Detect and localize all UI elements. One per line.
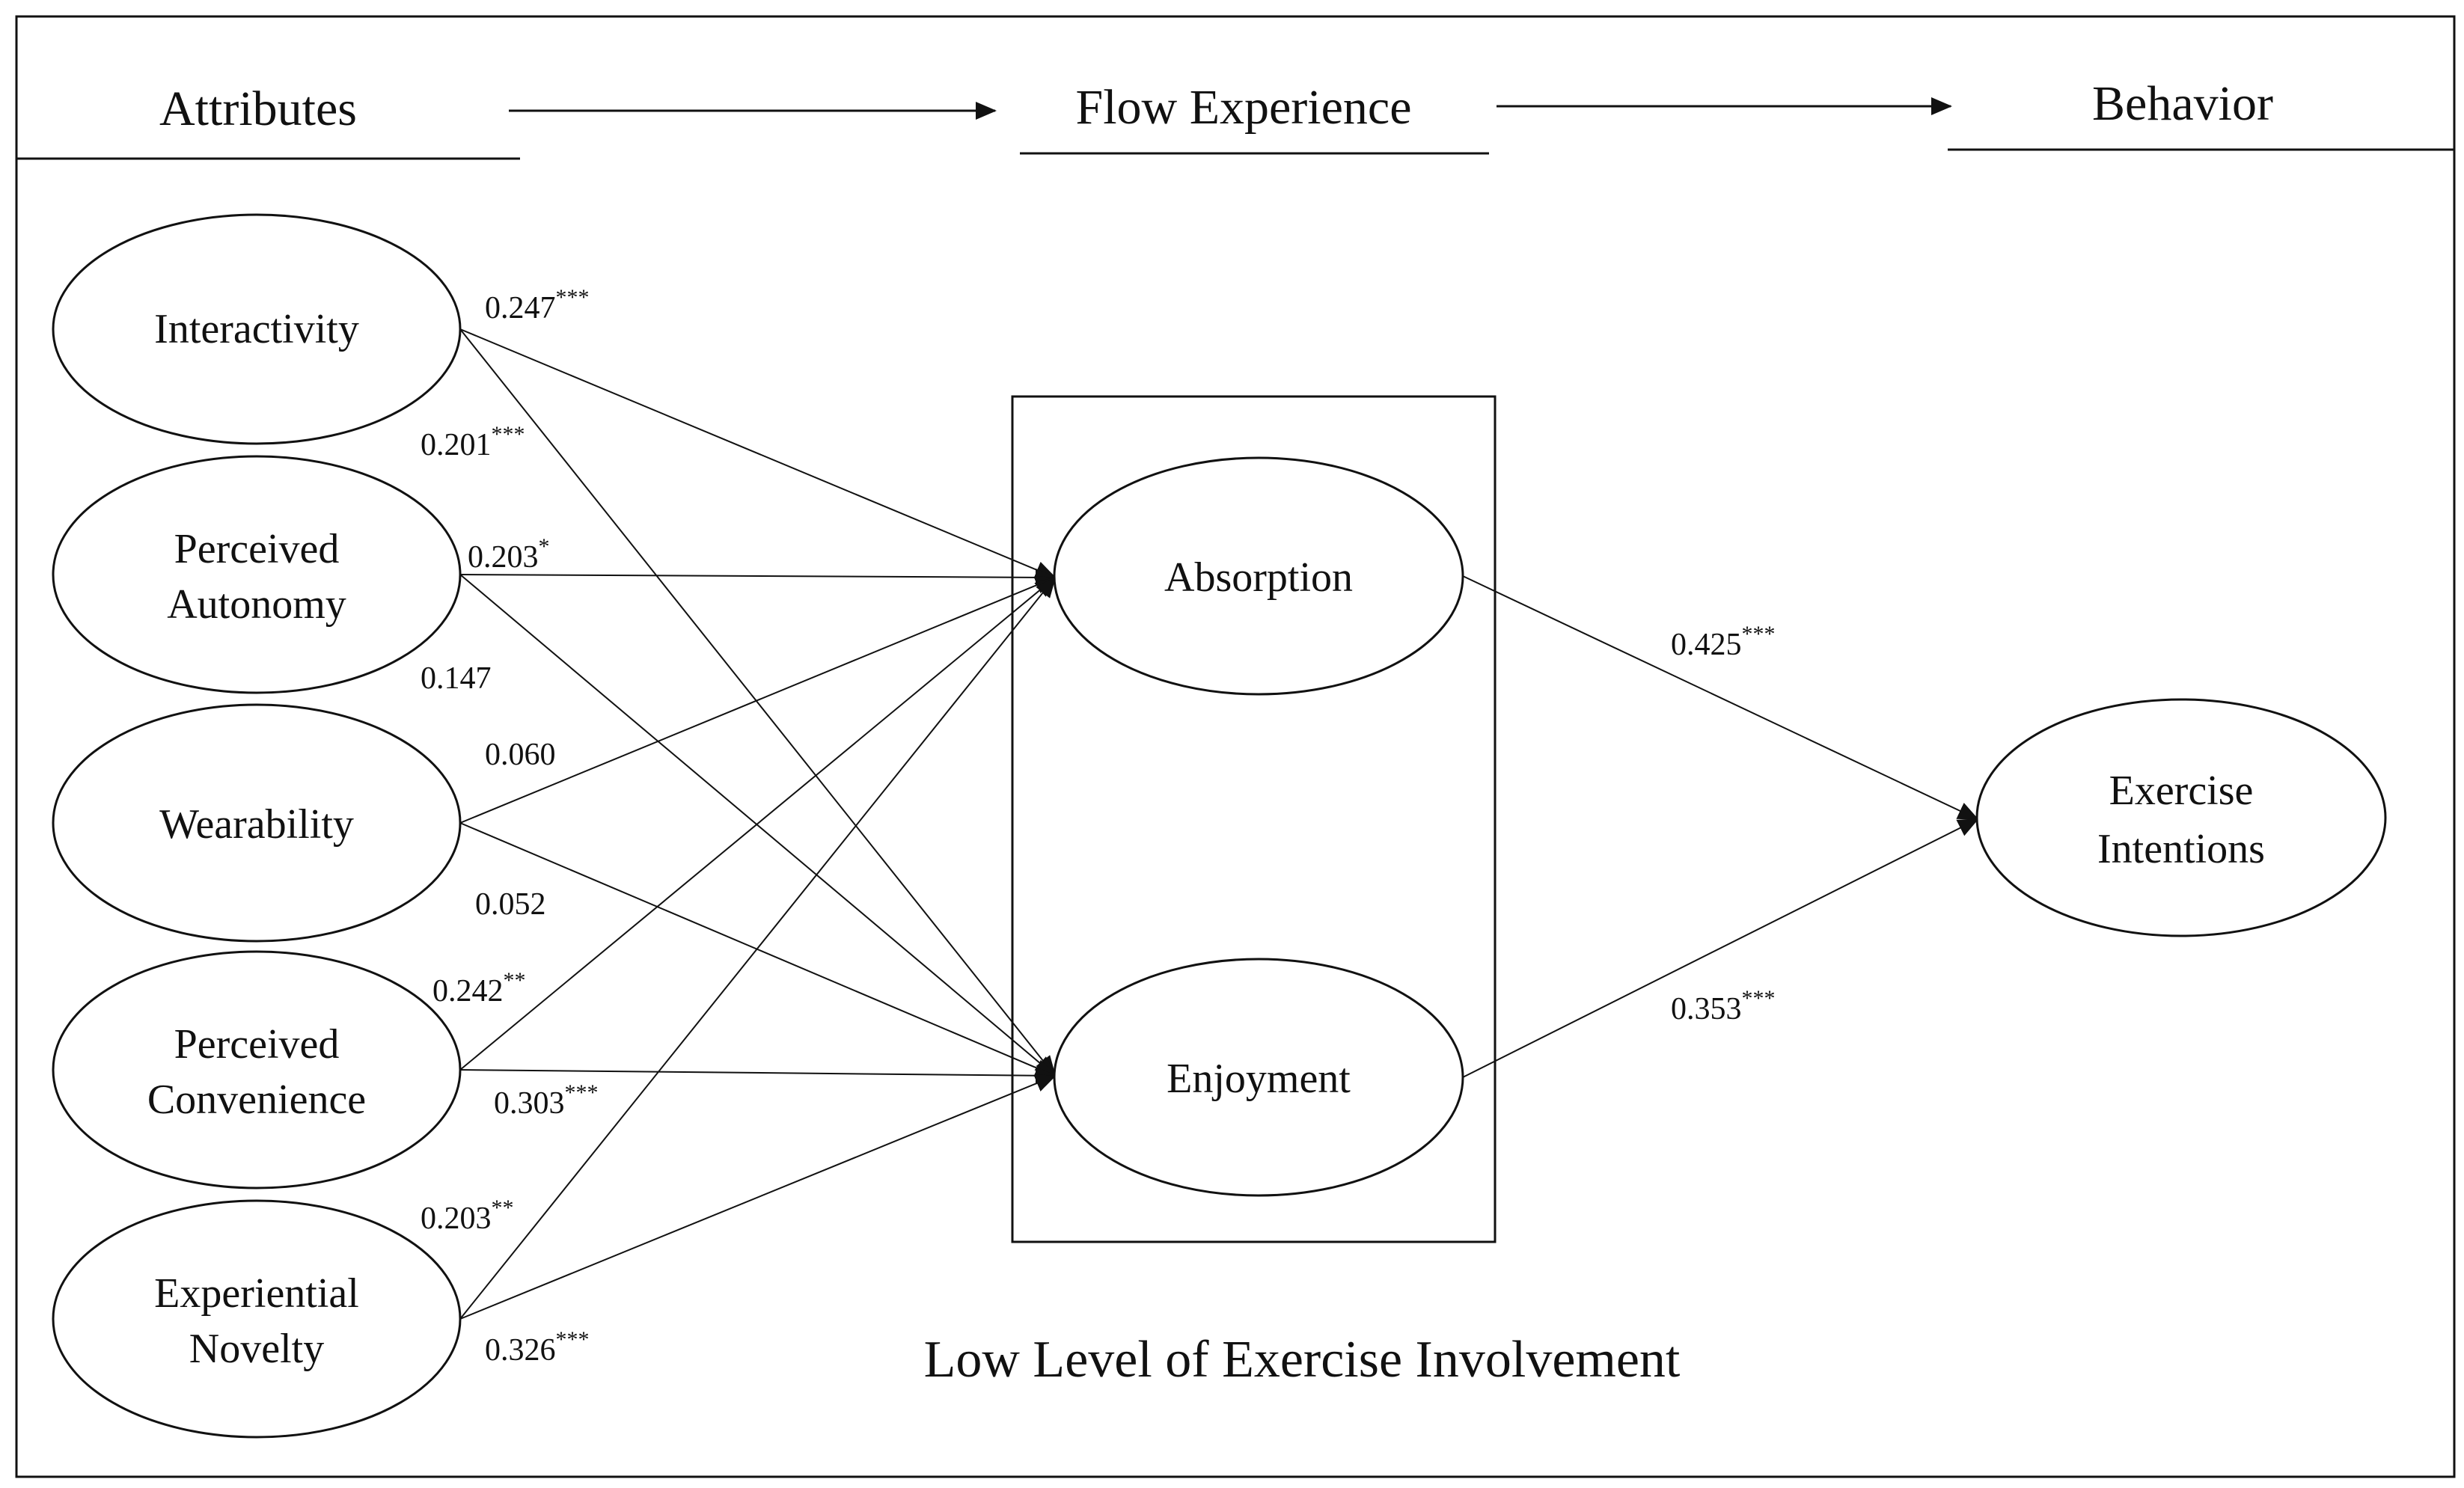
header-flow-experience: Flow Experience bbox=[1075, 80, 1411, 135]
node-experiential-novelty-label-1: Experiential bbox=[154, 1270, 359, 1317]
node-wearability bbox=[52, 703, 462, 943]
node-experiential-novelty bbox=[52, 1199, 462, 1439]
path-convenience-enjoyment bbox=[459, 1066, 1057, 1085]
coef-novelty-enjoyment: 0.326*** bbox=[485, 1327, 590, 1368]
node-absorption bbox=[1053, 456, 1464, 696]
path-convenience-absorption bbox=[459, 576, 1057, 1071]
coef-novelty-absorption: 0.203** bbox=[421, 1195, 514, 1236]
header-attributes: Attributes bbox=[159, 82, 357, 136]
node-perceived-convenience bbox=[52, 950, 462, 1190]
path-arrows bbox=[459, 328, 1979, 1320]
coef-wearability-absorption: 0.060 bbox=[485, 738, 556, 772]
node-interactivity-label: Interactivity bbox=[154, 306, 359, 352]
coef-convenience-absorption: 0.242** bbox=[432, 968, 526, 1008]
node-enjoyment bbox=[1053, 958, 1464, 1197]
outer-frame bbox=[15, 15, 2456, 1478]
node-perceived-convenience-label-1: Perceived bbox=[174, 1021, 340, 1068]
path-coefficients: 0.247*** 0.201*** 0.203* 0.147 0.060 0.0… bbox=[421, 285, 1776, 1368]
node-wearability-label: Wearability bbox=[159, 801, 354, 848]
node-perceived-convenience-label-2: Convenience bbox=[147, 1077, 366, 1123]
diagram-caption: Low Level of Exercise Involvement bbox=[924, 1331, 1681, 1389]
path-autonomy-enjoyment bbox=[459, 574, 1057, 1077]
node-perceived-autonomy-label-2: Autonomy bbox=[167, 581, 346, 628]
node-exercise-intentions-label-1: Exercise bbox=[2109, 768, 2254, 814]
path-enjoyment-intentions bbox=[1462, 818, 1979, 1078]
path-autonomy-absorption bbox=[459, 568, 1057, 587]
path-wearability-absorption bbox=[459, 576, 1057, 824]
coef-enjoyment-intentions: 0.353*** bbox=[1671, 986, 1776, 1026]
flow-experience-box bbox=[1011, 395, 1497, 1243]
node-enjoyment-label: Enjoyment bbox=[1167, 1056, 1351, 1102]
path-novelty-absorption bbox=[459, 576, 1057, 1320]
coef-interactivity-enjoyment: 0.201*** bbox=[421, 422, 525, 462]
path-interactivity-enjoyment bbox=[459, 328, 1057, 1077]
node-exercise-intentions-label-2: Intentions bbox=[2097, 826, 2265, 872]
coef-interactivity-absorption: 0.247*** bbox=[485, 285, 590, 325]
node-exercise-intentions bbox=[1975, 698, 2387, 937]
coef-wearability-enjoyment: 0.052 bbox=[475, 887, 546, 922]
coef-convenience-enjoyment: 0.303*** bbox=[494, 1080, 599, 1121]
path-interactivity-absorption bbox=[459, 328, 1057, 579]
path-novelty-enjoyment bbox=[459, 1074, 1057, 1320]
node-experiential-novelty-label-2: Novelty bbox=[189, 1326, 324, 1372]
attribute-nodes: Interactivity Perceived Autonomy Wearabi… bbox=[52, 213, 462, 1439]
node-perceived-autonomy bbox=[52, 455, 462, 694]
header-behavior: Behavior bbox=[2092, 76, 2273, 131]
node-interactivity bbox=[52, 213, 462, 445]
path-absorption-intentions bbox=[1462, 575, 1979, 820]
coef-autonomy-enjoyment: 0.147 bbox=[421, 661, 492, 696]
coef-autonomy-absorption: 0.203* bbox=[468, 534, 550, 575]
node-perceived-autonomy-label-1: Perceived bbox=[174, 526, 340, 572]
node-absorption-label: Absorption bbox=[1164, 554, 1353, 601]
coef-absorption-intentions: 0.425*** bbox=[1671, 622, 1776, 662]
